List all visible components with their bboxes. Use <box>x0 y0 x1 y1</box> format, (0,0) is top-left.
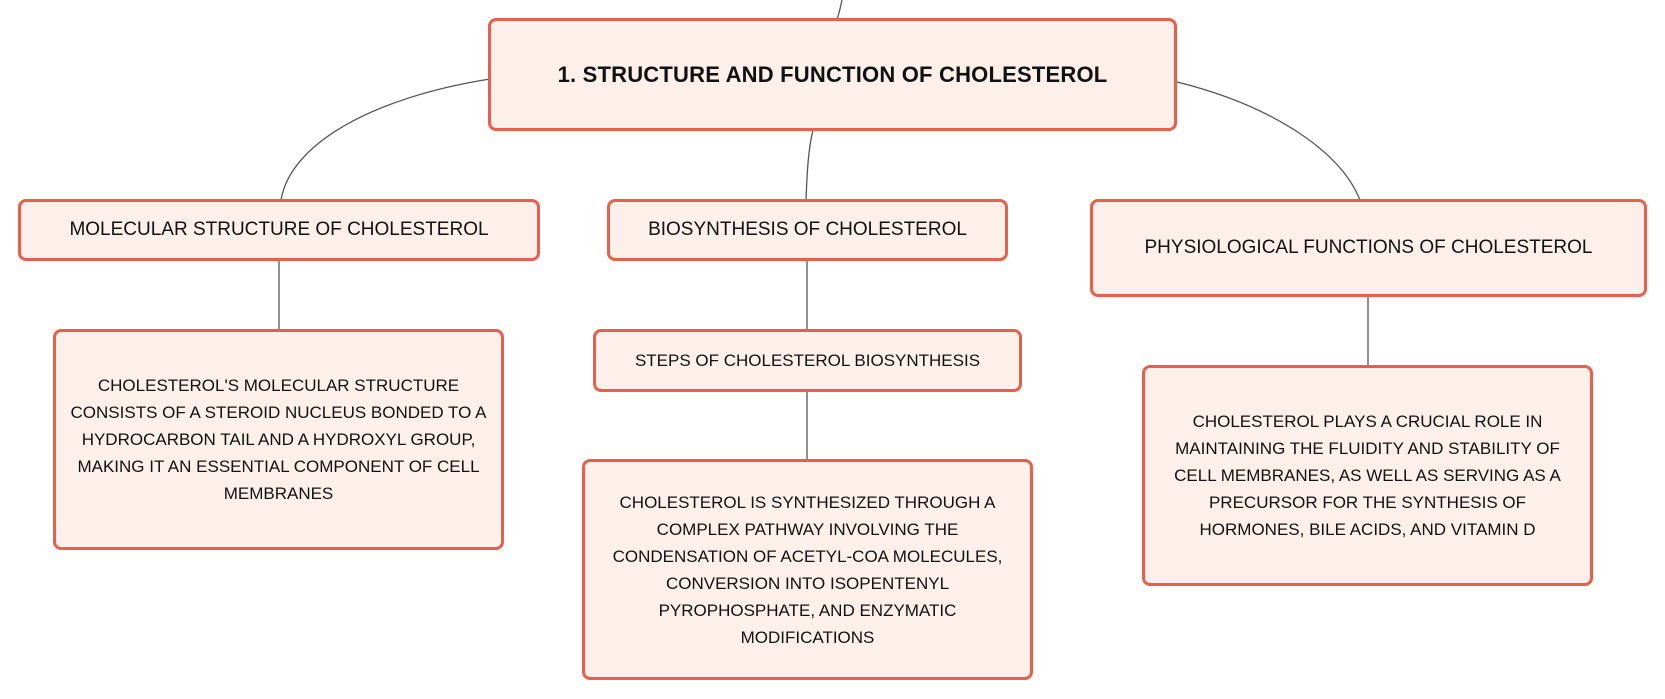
root-topic-label: 1. STRUCTURE AND FUNCTION OF CHOLESTEROL <box>557 61 1108 87</box>
topic-molecular-structure-label: MOLECULAR STRUCTURE OF CHOLESTEROL <box>69 219 489 240</box>
topic-biosynthesis-label: BIOSYNTHESIS OF CHOLESTEROL <box>648 219 967 240</box>
topic-physiological-functions[interactable]: PHYSIOLOGICAL FUNCTIONS OF CHOLESTEROL <box>1090 199 1647 297</box>
detail-biosynthesis-pathway[interactable]: CHOLESTEROL IS SYNTHESIZED THROUGH A COM… <box>582 459 1033 680</box>
detail-biosynthesis-pathway-text: CHOLESTEROL IS SYNTHESIZED THROUGH A COM… <box>612 492 1003 647</box>
subtopic-steps-of-biosynthesis[interactable]: STEPS OF CHOLESTEROL BIOSYNTHESIS <box>593 329 1022 392</box>
detail-physiological-functions-text: CHOLESTEROL PLAYS A CRUCIAL ROLE IN MAIN… <box>1174 412 1561 539</box>
topic-molecular-structure[interactable]: MOLECULAR STRUCTURE OF CHOLESTEROL <box>18 199 540 261</box>
detail-molecular-structure[interactable]: CHOLESTEROL'S MOLECULAR STRUCTURE CONSIS… <box>53 329 504 550</box>
root-topic-node[interactable]: 1. STRUCTURE AND FUNCTION OF CHOLESTEROL <box>488 18 1177 131</box>
connector-parent-to-root <box>836 0 843 21</box>
connector-root-to-biosynthesis <box>805 129 814 201</box>
subtopic-steps-label: STEPS OF CHOLESTEROL BIOSYNTHESIS <box>634 350 981 370</box>
detail-physiological-functions[interactable]: CHOLESTEROL PLAYS A CRUCIAL ROLE IN MAIN… <box>1142 365 1593 586</box>
topic-biosynthesis[interactable]: BIOSYNTHESIS OF CHOLESTEROL <box>607 199 1008 261</box>
topic-physiological-functions-label: PHYSIOLOGICAL FUNCTIONS OF CHOLESTEROL <box>1144 237 1593 258</box>
connector-root-to-physiological-functions <box>1176 81 1361 201</box>
connector-root-to-molecular-structure <box>280 78 491 201</box>
detail-molecular-structure-text: CHOLESTEROL'S MOLECULAR STRUCTURE CONSIS… <box>70 376 487 503</box>
